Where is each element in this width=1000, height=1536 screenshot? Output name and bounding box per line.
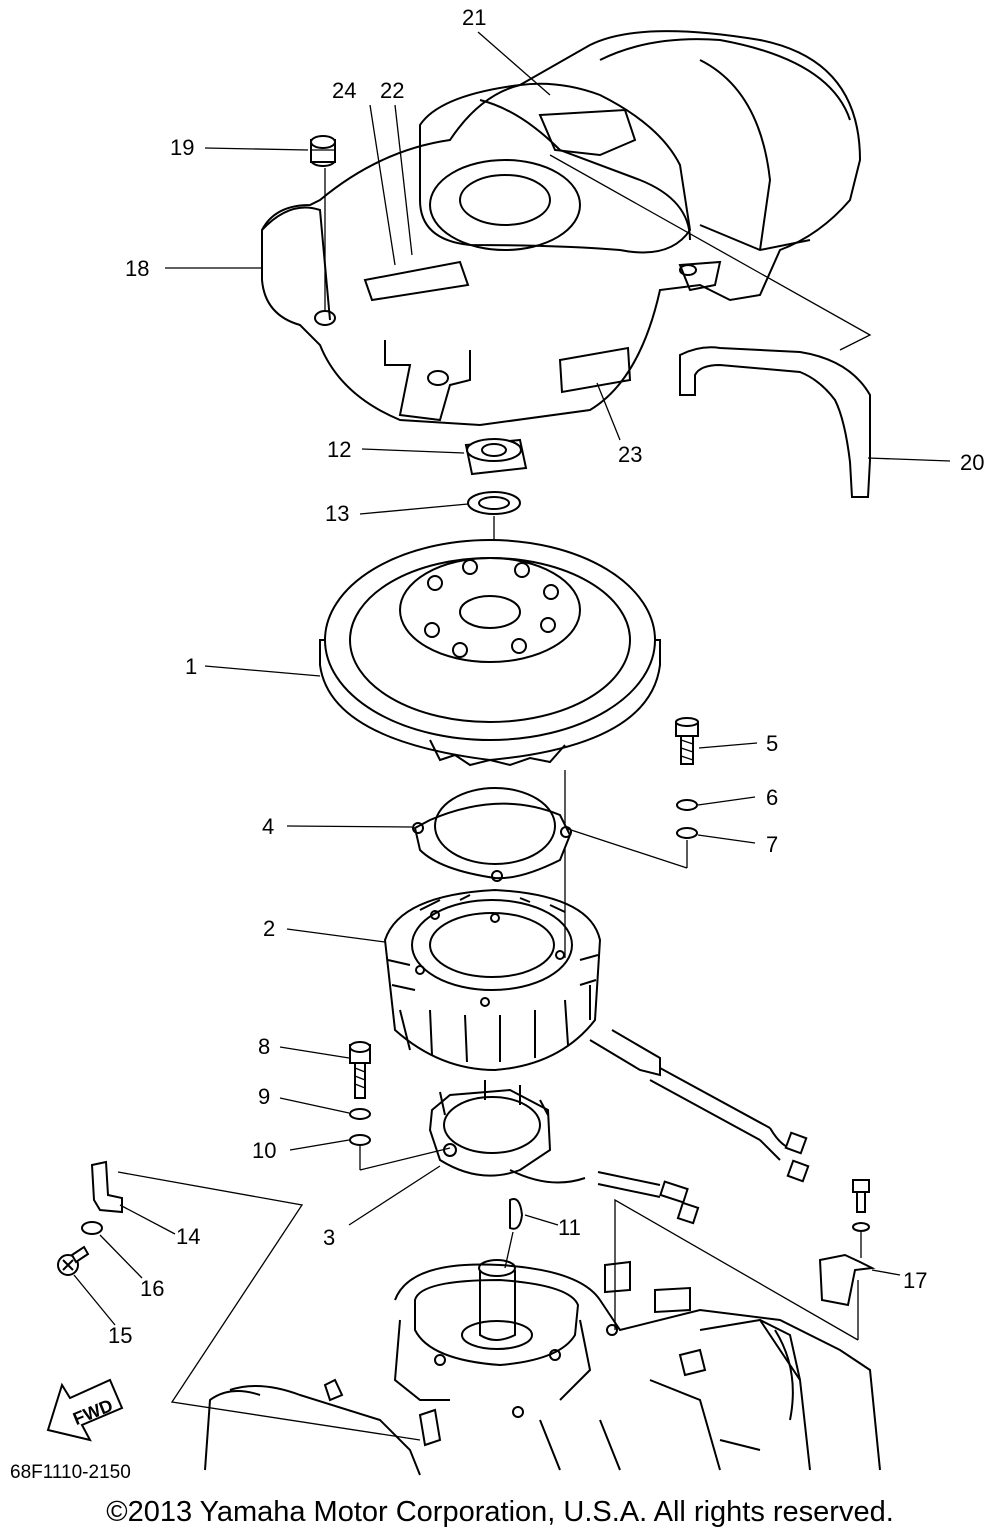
leader-lines xyxy=(73,31,951,1326)
callout-3: 3 xyxy=(323,1225,335,1250)
flywheel-washer xyxy=(467,491,521,515)
flywheel-rotor xyxy=(319,539,661,767)
mounting-bolt xyxy=(675,717,699,765)
callout-18: 18 xyxy=(125,256,149,281)
callout-16: 16 xyxy=(140,1276,164,1301)
spring-washer xyxy=(676,799,698,811)
callout-numbers: 21 24 22 19 18 12 23 20 13 1 5 6 4 7 2 8… xyxy=(108,5,984,1348)
callout-13: 13 xyxy=(325,501,349,526)
callout-23: 23 xyxy=(618,442,642,467)
callout-19: 19 xyxy=(170,135,194,160)
engine-block xyxy=(204,1259,881,1476)
callout-20: 20 xyxy=(960,450,984,475)
callout-5: 5 xyxy=(766,731,778,756)
callout-14: 14 xyxy=(176,1224,200,1249)
callout-8: 8 xyxy=(258,1034,270,1059)
grommet xyxy=(310,135,336,167)
callout-15: 15 xyxy=(108,1323,132,1348)
copyright-notice: ©2013 Yamaha Motor Corporation, U.S.A. A… xyxy=(106,1496,894,1528)
cover-seal-strip xyxy=(679,346,871,498)
pulser-screw xyxy=(349,1041,371,1099)
callout-12: 12 xyxy=(327,437,351,462)
callout-24: 24 xyxy=(332,78,356,103)
pulser-wire xyxy=(597,1171,700,1225)
callout-7: 7 xyxy=(766,832,778,857)
pulser-coil xyxy=(428,1080,586,1184)
callout-4: 4 xyxy=(262,814,274,839)
callout-17: 17 xyxy=(903,1268,927,1293)
forward-direction-arrow: FWD xyxy=(46,1378,124,1442)
callout-21: 21 xyxy=(462,5,486,30)
pulser-spring-washer xyxy=(349,1108,371,1120)
flywheel-cover xyxy=(261,30,862,427)
stator-coil xyxy=(383,888,661,1077)
callout-9: 9 xyxy=(258,1084,270,1109)
woodruff-key xyxy=(509,1198,524,1230)
callout-22: 22 xyxy=(380,78,404,103)
callout-1: 1 xyxy=(185,654,197,679)
stator-wire-harness xyxy=(649,1067,810,1183)
callout-2: 2 xyxy=(263,916,275,941)
stator-base-plate xyxy=(412,787,572,882)
harness-clamp xyxy=(90,1160,123,1214)
flywheel-nut xyxy=(464,438,528,476)
clamp-screw xyxy=(57,1245,90,1276)
pulser-plain-washer xyxy=(349,1134,371,1146)
plain-washer xyxy=(676,827,698,839)
callout-6: 6 xyxy=(766,785,778,810)
clamp-washer xyxy=(81,1221,103,1235)
diagram-code: 68F1110-2150 xyxy=(10,1462,131,1483)
ground-bracket xyxy=(818,1179,876,1307)
callout-11: 11 xyxy=(558,1215,581,1240)
callout-10: 10 xyxy=(252,1138,276,1163)
